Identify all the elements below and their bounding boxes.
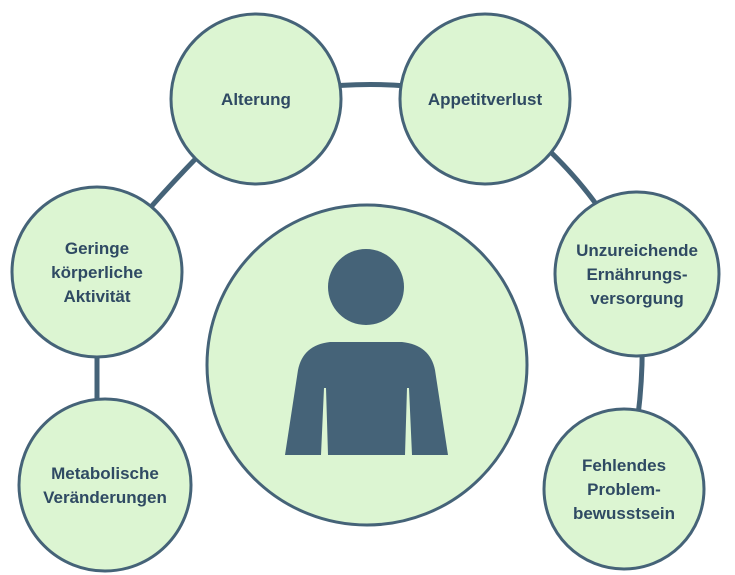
- factor-label-line: Aktivität: [63, 287, 130, 306]
- factor-label-line: Unzureichende: [576, 241, 698, 260]
- person-head-icon: [328, 249, 404, 325]
- factor-label-line: Ernährungs-: [586, 265, 687, 284]
- factor-label-line: Alterung: [221, 90, 291, 109]
- factor-label-line: bewusstsein: [573, 504, 675, 523]
- factor-node-appetitverlust: Appetitverlust: [398, 12, 572, 186]
- factor-circle: [17, 397, 193, 573]
- factor-circle: [553, 190, 721, 358]
- factor-label-line: Appetitverlust: [428, 90, 543, 109]
- factor-label-line: Geringe: [65, 239, 129, 258]
- factor-label-line: Metabolische: [51, 464, 159, 483]
- factor-label-line: körperliche: [51, 263, 143, 282]
- factor-label-line: Veränderungen: [43, 488, 167, 507]
- factor-circle: [10, 185, 184, 359]
- factor-circle: [542, 407, 706, 571]
- factor-label-line: Problem-: [587, 480, 661, 499]
- person-body-icon: [285, 342, 448, 455]
- center-node: [205, 203, 529, 527]
- factor-label-line: versorgung: [590, 289, 684, 308]
- factor-circle: [169, 12, 343, 186]
- factor-circle: [398, 12, 572, 186]
- factor-node-alterung: Alterung: [169, 12, 343, 186]
- factor-nodes: Alterung AppetitverlustUnzureichendeErnäh…: [10, 12, 721, 573]
- person-icon: [285, 249, 448, 455]
- factor-label-line: Fehlendes: [582, 456, 666, 475]
